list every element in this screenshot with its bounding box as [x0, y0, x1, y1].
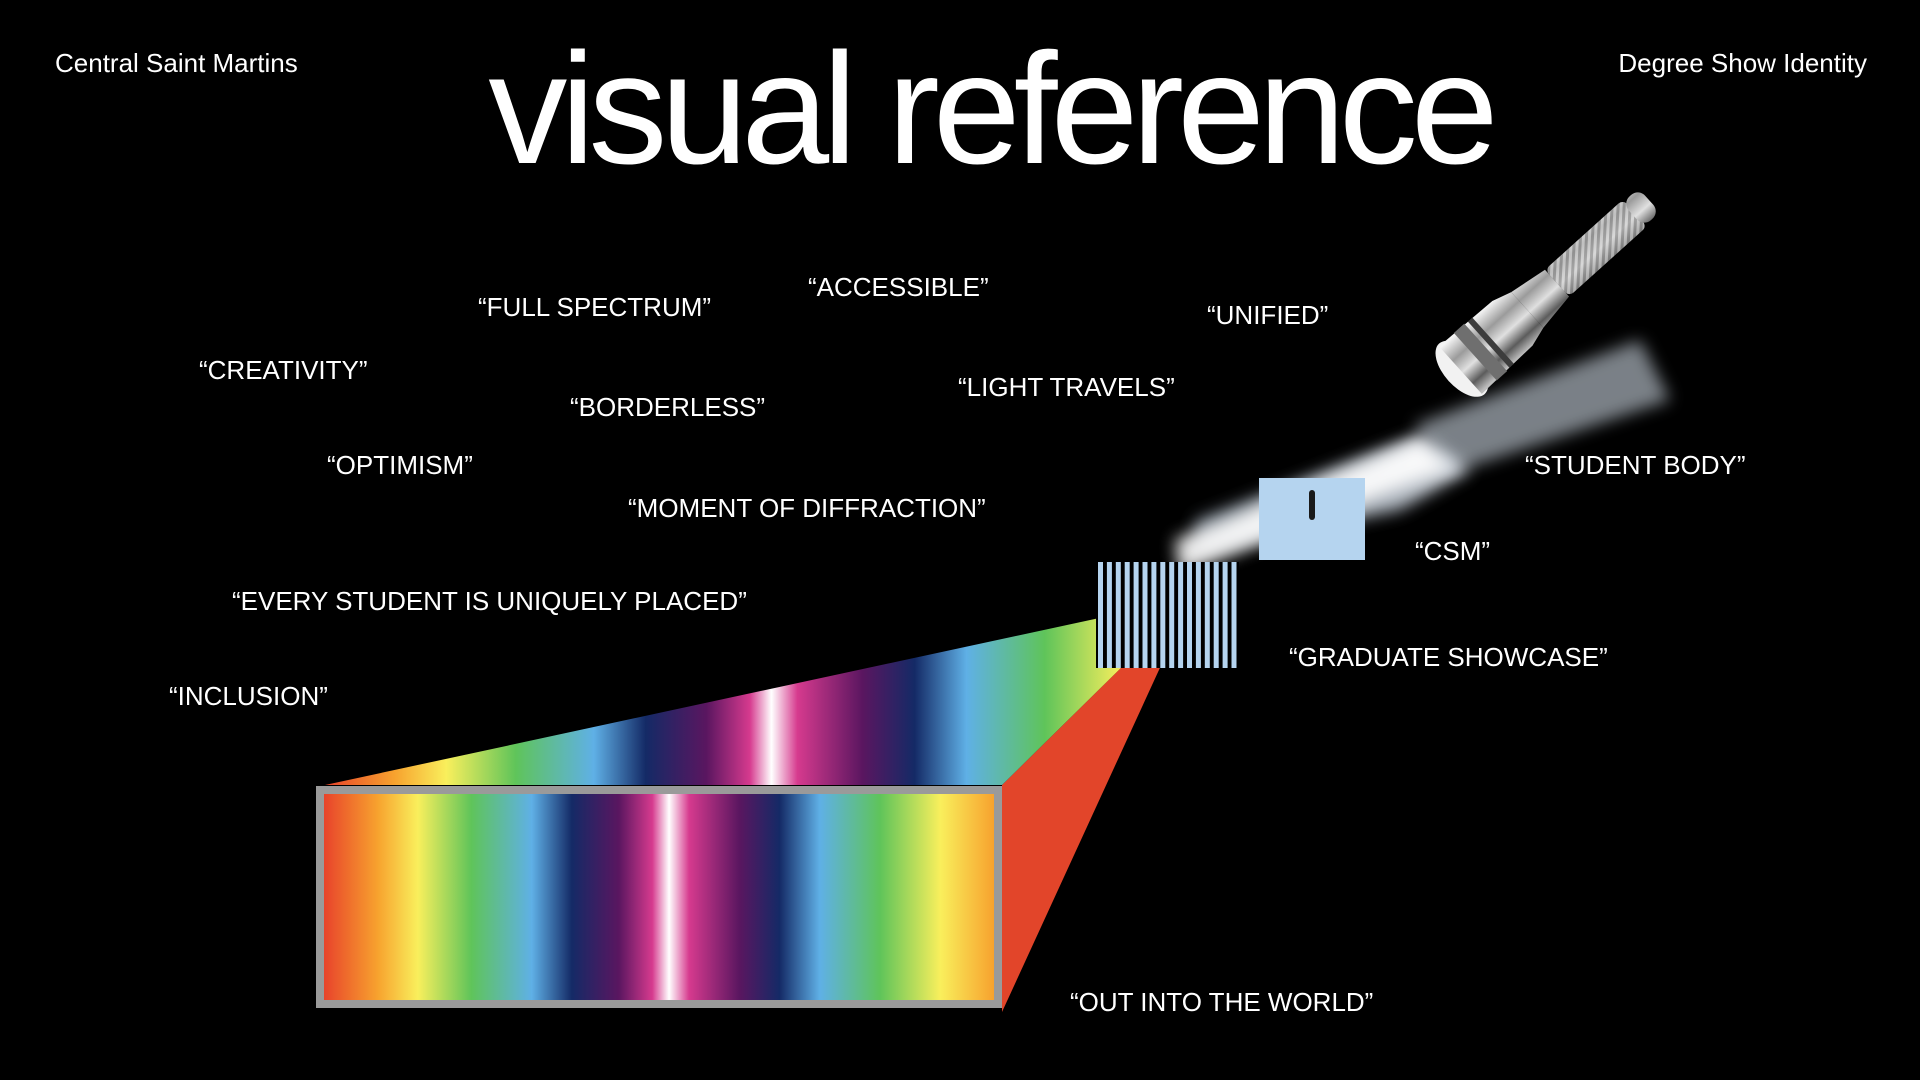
keyword-every-student: “EVERY STUDENT IS UNIQUELY PLACED”	[232, 586, 747, 617]
keyword-accessible: “ACCESSIBLE”	[808, 272, 989, 303]
keyword-graduate-showcase: “GRADUATE SHOWCASE”	[1289, 642, 1608, 673]
grating-slat	[1151, 562, 1156, 668]
grating-slat	[1196, 562, 1201, 668]
slit-panel	[1259, 478, 1365, 560]
grating-slat	[1160, 562, 1165, 668]
keyword-inclusion: “INCLUSION”	[169, 681, 328, 712]
keyword-csm: “CSM”	[1415, 536, 1490, 567]
keyword-student-body: “STUDENT BODY”	[1525, 450, 1746, 481]
grating-slat	[1205, 562, 1210, 668]
grating-slat	[1178, 562, 1183, 668]
keyword-light-travels: “LIGHT TRAVELS”	[958, 372, 1175, 403]
keyword-creativity: “CREATIVITY”	[199, 355, 368, 386]
grating-slat	[1223, 562, 1228, 668]
grating-slat	[1107, 562, 1112, 668]
grating-slat	[1169, 562, 1174, 668]
grating-slat	[1143, 562, 1148, 668]
grating-slat	[1125, 562, 1130, 668]
keyword-out-into-the-world: “OUT INTO THE WORLD”	[1070, 987, 1373, 1018]
keyword-moment-of-diffraction: “MOMENT OF DIFFRACTION”	[628, 493, 986, 524]
grating-slat	[1098, 562, 1103, 668]
grating-slat	[1214, 562, 1219, 668]
keyword-borderless: “BORDERLESS”	[570, 392, 765, 423]
grating-slat	[1232, 562, 1237, 668]
grating-slat	[1134, 562, 1139, 668]
spectrum-screen	[316, 786, 1002, 1008]
keyword-unified: “UNIFIED”	[1207, 300, 1328, 331]
keyword-full-spectrum: “FULL SPECTRUM”	[478, 292, 711, 323]
keyword-optimism: “OPTIMISM”	[327, 450, 473, 481]
grating-slat	[1187, 562, 1192, 668]
grating-slat	[1116, 562, 1121, 668]
diffraction-grating	[1096, 562, 1239, 668]
